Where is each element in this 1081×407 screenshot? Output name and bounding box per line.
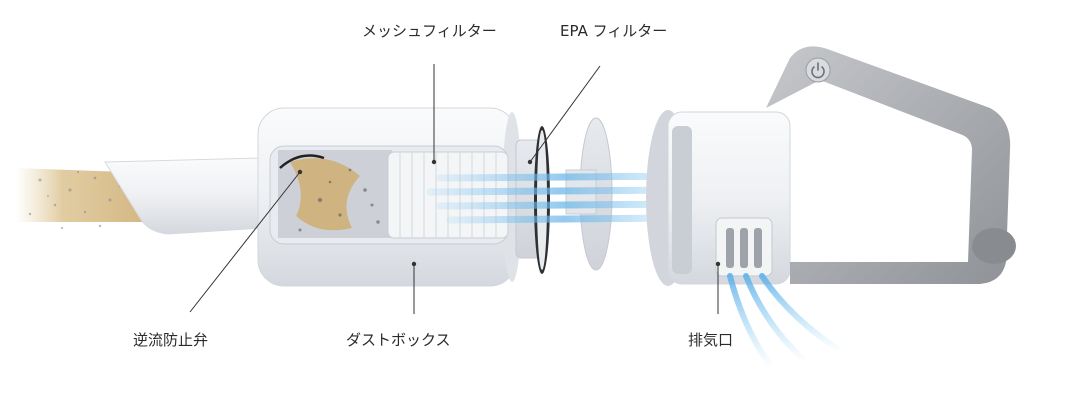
label-exhaust: 排気口 <box>688 331 734 349</box>
handle <box>766 46 1016 284</box>
label-epa-filter: EPA フィルター <box>560 22 668 40</box>
check-valve <box>279 154 325 169</box>
power-icon <box>811 62 825 79</box>
airflow-exhaust <box>727 273 845 371</box>
label-mesh-filter: メッシュフィルター <box>362 22 497 40</box>
label-dust-box: ダストボックス <box>346 331 451 349</box>
leader-epa-filter <box>529 65 601 163</box>
exhaust-vent <box>715 217 773 277</box>
leader-check-valve <box>189 171 301 313</box>
dust-box <box>257 107 522 287</box>
leader-lines <box>189 64 719 314</box>
label-check-valve: 逆流防止弁 <box>133 331 209 349</box>
epa-filter <box>515 126 550 274</box>
motor-unit <box>646 110 791 286</box>
dust-stream <box>15 168 150 230</box>
nozzle <box>104 157 263 235</box>
